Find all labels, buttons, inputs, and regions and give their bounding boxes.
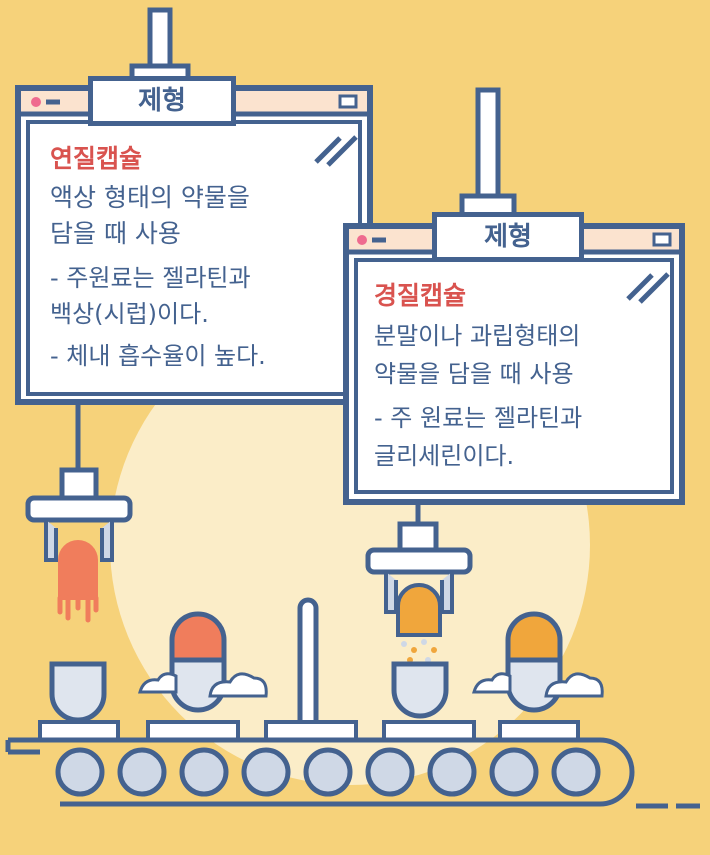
cloud-icon (208, 672, 268, 698)
panel-title: 연질캡슐 (50, 144, 143, 173)
panel-line: - 주 원료는 젤라틴과 (374, 404, 583, 432)
conveyor-belt-icon (5, 720, 700, 809)
hanger-pole-left (147, 7, 173, 73)
cloud-icon (544, 672, 604, 698)
capsule-icon (57, 540, 99, 623)
panel-line: - 주원료는 젤라틴과 (50, 264, 251, 292)
hard-capsule-panel: 제형 경질캡슐 분말이나 과립형태의 약물을 담을 때 사용 - 주 원료는 젤… (346, 212, 682, 502)
panel-line: 글리세린이다. (374, 442, 515, 470)
sign-window-soft (15, 85, 373, 405)
robot-arm-icon (25, 402, 133, 562)
cloud-icon (472, 672, 512, 694)
capsule-icon (391, 661, 449, 719)
panel-line: 백상(시럽)이다. (50, 300, 209, 328)
soft-capsule-panel: 제형 연질캡슐 액상 형태의 약물을 담을 때 사용 - 주원료는 젤라틴과 백… (16, 76, 372, 404)
panel-line: 분말이나 과립형태의 (374, 322, 581, 350)
robot-arm-icon (365, 502, 473, 614)
capsule-icon (49, 661, 107, 723)
panel-line: 약물을 담을 때 사용 (374, 360, 574, 388)
panel-line: 담을 때 사용 (50, 219, 181, 248)
cloud-icon (138, 672, 178, 694)
panel-line: 액상 형태의 약물을 (50, 183, 250, 212)
hanger-pole-right (475, 87, 501, 203)
belt-divider-pole (297, 597, 319, 733)
panel-title: 경질캡슐 (374, 281, 467, 310)
panel-line: - 체내 흡수율이 높다. (50, 342, 266, 370)
panel-tag: 제형 (432, 212, 584, 262)
panel-tag: 제형 (88, 76, 236, 126)
